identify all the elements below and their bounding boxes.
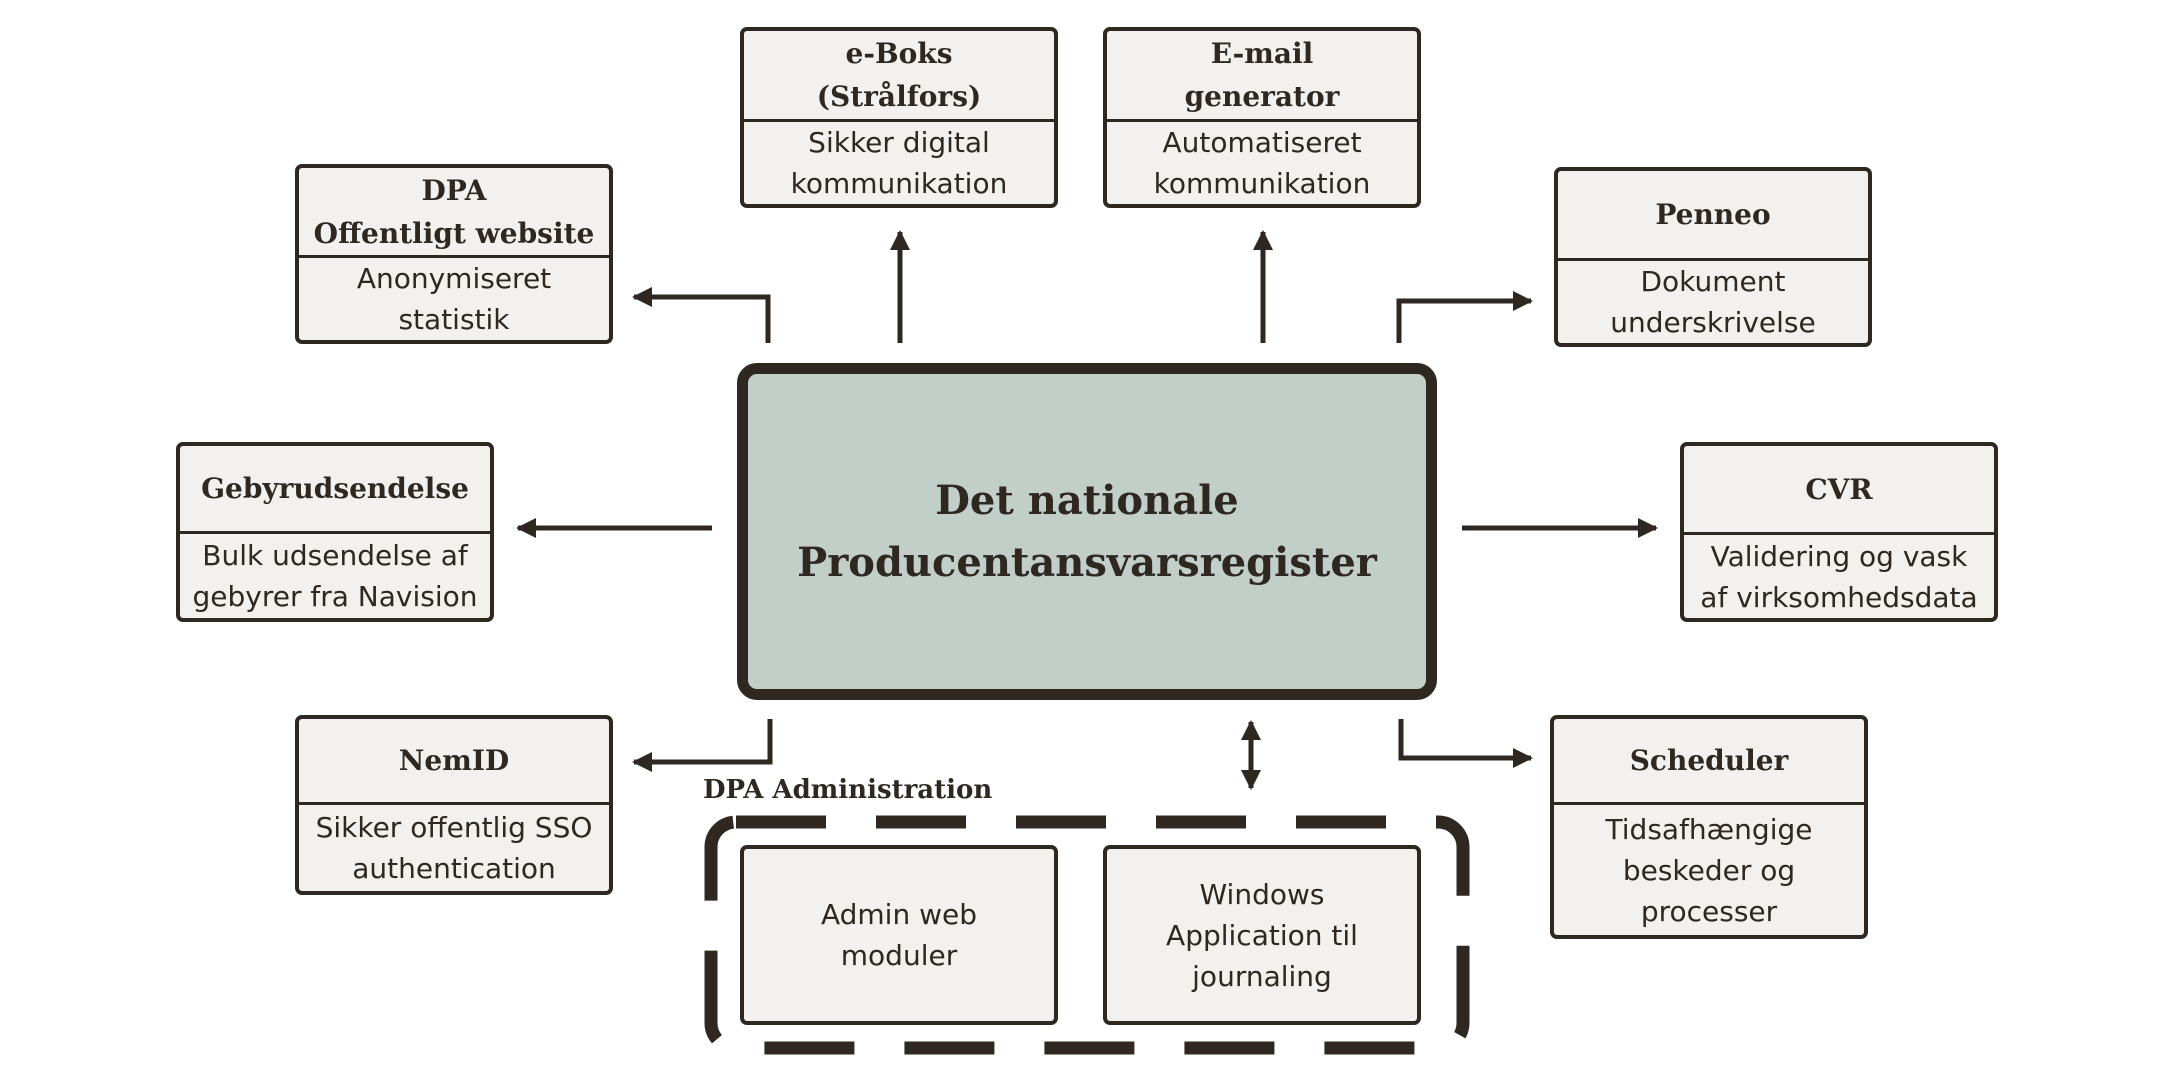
central-register-title: Det nationale Producentansvarsregister <box>797 476 1377 586</box>
arrow-to-penneo <box>1396 291 1533 343</box>
card-dpa-website: DPA Offentligt website Anonymiseret stat… <box>295 164 613 344</box>
central-register-box: Det nationale Producentansvarsregister <box>737 363 1437 700</box>
arrow-to-nemid <box>632 719 773 772</box>
admin-group-label: DPA Administration <box>703 775 993 805</box>
arrow-to-dpa-website <box>632 287 771 343</box>
card-windows-application: Windows Application til journaling <box>1103 845 1421 1025</box>
card-description: Automatiseret kommunikation <box>1153 126 1371 200</box>
card-description: Sikker digital kommunikation <box>790 126 1008 200</box>
card-title: NemID <box>299 719 609 805</box>
card-admin-web: Admin web moduler <box>740 845 1058 1025</box>
card-title: Gebyrudsendelse <box>180 446 490 534</box>
card-title: E-mail generator <box>1107 31 1417 122</box>
card-title: Penneo <box>1558 171 1868 261</box>
card-title: DPA Offentligt website <box>299 168 609 258</box>
card-cvr: CVR Validering og vask af virksomhedsdat… <box>1680 442 1998 622</box>
admin-group-border <box>704 815 1470 1055</box>
card-title: e-Boks (Strålfors) <box>744 31 1054 122</box>
arrow-to-scheduler <box>1398 719 1533 768</box>
card-description: Anonymiseret statistik <box>356 262 552 336</box>
card-title: CVR <box>1684 446 1994 535</box>
card-description: Dokument underskrivelse <box>1610 265 1816 339</box>
card-nemid: NemID Sikker offentlig SSO authenticatio… <box>295 715 613 895</box>
card-title: Scheduler <box>1554 719 1864 805</box>
card-description: Tidsafhængige beskeder og processer <box>1605 812 1813 928</box>
card-gebyrudsendelse: Gebyrudsendelse Bulk udsendelse af gebyr… <box>176 442 494 622</box>
card-penneo: Penneo Dokument underskrivelse <box>1554 167 1872 347</box>
card-scheduler: Scheduler Tidsafhængige beskeder og proc… <box>1550 715 1868 939</box>
card-description: Bulk udsendelse af gebyrer fra Navision <box>192 539 478 613</box>
card-description: Validering og vask af virksomhedsdata <box>1700 539 1978 614</box>
card-eboks: e-Boks (Strålfors) Sikker digital kommun… <box>740 27 1058 208</box>
card-email-generator: E-mail generator Automatiseret kommunika… <box>1103 27 1421 208</box>
card-description: Sikker offentlig SSO authentication <box>315 811 593 885</box>
